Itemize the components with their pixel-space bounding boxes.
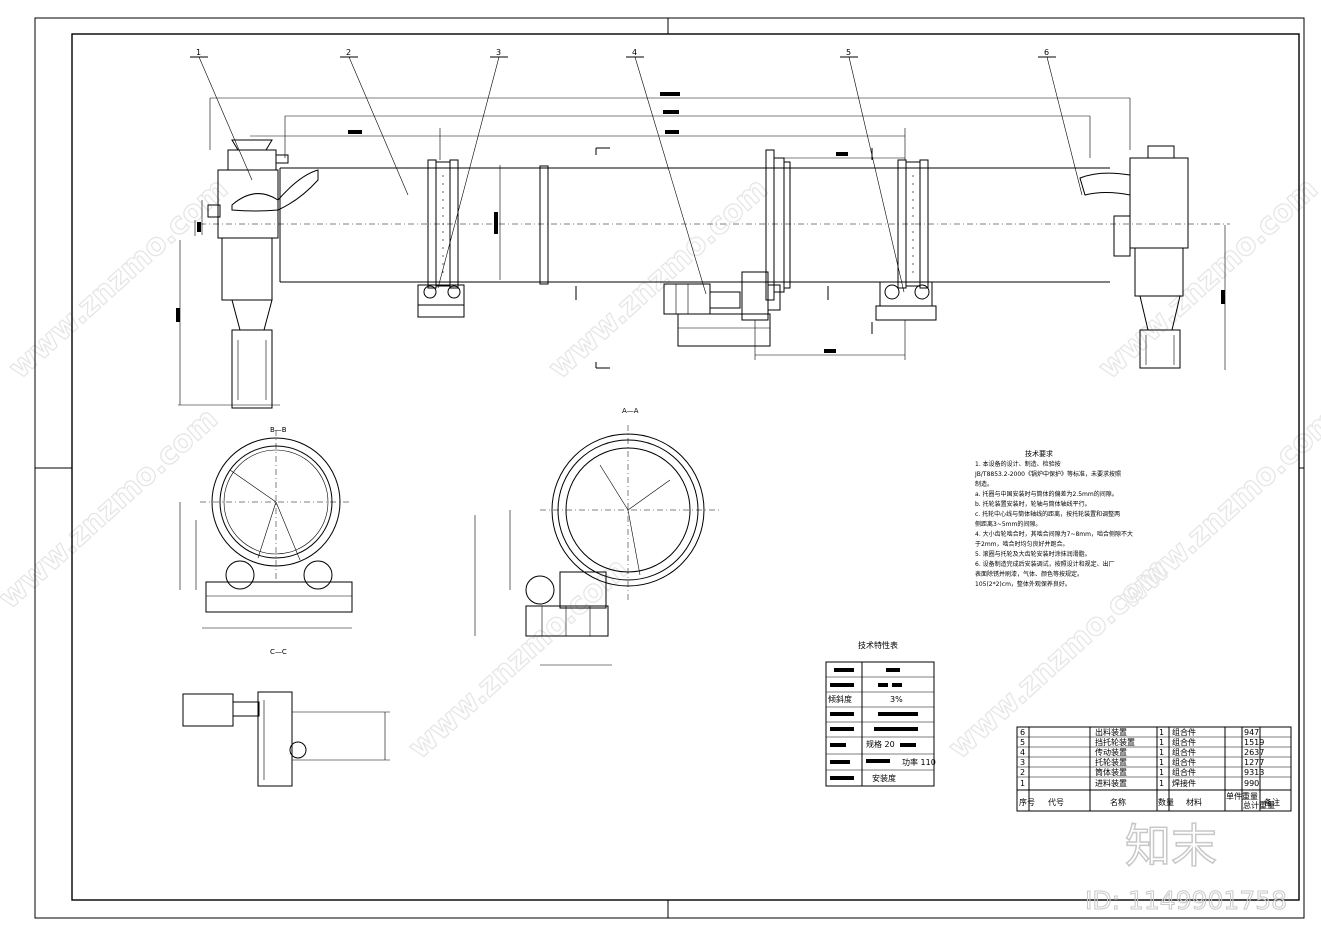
- parts-row-qty: 1: [1159, 779, 1164, 788]
- part-number-6: 6: [1044, 48, 1049, 57]
- parts-row-material: 组合件: [1172, 757, 1196, 767]
- section-a-a: A—A: [474, 407, 720, 666]
- parts-row-name: 托轮装置: [1095, 757, 1127, 767]
- parts-header-total: 总计重量: [1243, 800, 1275, 810]
- drawing-border: [34, 17, 1305, 919]
- watermark: www.znzmo.com: [1112, 401, 1321, 616]
- part-number-5: 5: [846, 48, 851, 57]
- part-number-3: 3: [496, 48, 501, 57]
- parts-header-note: 备注: [1264, 797, 1280, 807]
- spec-extra: 功率 110: [902, 757, 936, 767]
- parts-row-qty: 1: [1159, 748, 1164, 757]
- spec-value: 规格 20: [866, 739, 895, 749]
- tech-line: a. 托圈与中国安装时与筒体的偏差为2.5mm的间隙。: [975, 490, 1118, 498]
- parts-row-weight: 947: [1244, 728, 1259, 737]
- tech-line: 1. 本设备的设计、制造、检验按: [975, 460, 1061, 468]
- parts-row-no: 6: [1020, 728, 1025, 737]
- part-number-2: 2: [346, 48, 351, 57]
- parts-row-weight: 2637: [1244, 748, 1264, 757]
- parts-row-material: 组合件: [1172, 747, 1196, 757]
- parts-row-no: 1: [1020, 779, 1025, 788]
- section-label-cc: C—C: [270, 648, 287, 656]
- tech-line: b. 托轮装置安装时，轮轴与筒体轴线平行。: [975, 500, 1091, 508]
- section-c-c: C—C: [182, 648, 390, 787]
- feed-device-elevation: [201, 139, 319, 409]
- part-number-1: 1: [196, 48, 201, 57]
- tech-line: 4. 大小齿轮啮合时，其啮合间隙为7~8mm，啮合侧隙不大: [975, 530, 1133, 538]
- tech-line: 表面除锈并刷漆，气体、颜色等按规定。: [975, 570, 1083, 578]
- parts-header-no: 序号: [1019, 797, 1035, 807]
- parts-row-name: 进料装置: [1095, 778, 1127, 788]
- brand-footer: 知末 ID: 1149901758: [1085, 818, 1288, 915]
- parts-row-material: 焊接件: [1172, 778, 1196, 788]
- parts-header-code: 代号: [1048, 797, 1064, 807]
- section-label-bb: B—B: [270, 426, 287, 434]
- spec-table: 技术特性表 倾斜度 3% 规格 20 功率 110 安装度: [825, 640, 936, 787]
- parts-row-material: 组合件: [1172, 767, 1196, 777]
- tech-line: 制造。: [975, 480, 993, 488]
- parts-row-weight: 1519: [1244, 738, 1264, 747]
- part-leaders: 1 2 3 4 5 6: [190, 48, 1083, 295]
- watermark: www.znzmo.com: [0, 401, 225, 616]
- roller-support-1: [417, 284, 465, 318]
- parts-row-weight: 990: [1244, 779, 1259, 788]
- parts-row-no: 3: [1020, 758, 1025, 767]
- drum-shell-elevation: [200, 149, 1230, 301]
- parts-header-weight: 单件重量: [1226, 791, 1258, 801]
- tech-requirements-title: 技术要求: [1025, 449, 1053, 458]
- image-id: ID: 1149901758: [1085, 886, 1287, 915]
- parts-header-qty: 数量: [1158, 797, 1174, 807]
- technical-requirements: 技术要求 1. 本设备的设计、制造、检验按 JB/T8853.2-2000《锅炉…: [974, 449, 1133, 588]
- parts-row-name: 出料装置: [1095, 727, 1127, 737]
- roller-support-2: [875, 281, 937, 321]
- parts-row-qty: 1: [1159, 758, 1164, 767]
- parts-header-name: 名称: [1110, 797, 1126, 807]
- tech-line: 5. 滚圈与托轮及大齿轮安装时涂抹润滑脂。: [975, 550, 1091, 558]
- tech-line: 6. 设备制造完成后安装调试，按照设计和规定、出厂: [975, 560, 1115, 568]
- parts-row-qty: 1: [1159, 738, 1164, 747]
- spec-value: 安装度: [872, 773, 896, 783]
- parts-row-name: 传动装置: [1095, 747, 1127, 757]
- discharge-device-elevation: [1079, 145, 1189, 369]
- section-label-aa: A—A: [622, 407, 639, 415]
- parts-row-no: 5: [1020, 738, 1025, 747]
- tech-line: 侧距离3~5mm的间隙。: [975, 520, 1041, 528]
- drive-unit-elevation: [663, 271, 781, 347]
- section-b-b: B—B: [179, 426, 353, 629]
- dimension-lines: [176, 92, 1226, 406]
- parts-row-weight: 9313: [1244, 768, 1264, 777]
- tech-line: 105(2*2)cm，整体外观保养良好。: [975, 580, 1071, 588]
- tech-line: c. 托轮中心线与筒体轴线的距离，按托轮装置和调整两: [975, 510, 1120, 518]
- tech-line: 于2mm，啮合时均匀良好并跑合。: [975, 540, 1069, 548]
- parts-row-qty: 1: [1159, 768, 1164, 777]
- parts-row-name: 挡托轮装置: [1095, 737, 1135, 747]
- parts-row-weight: 1277: [1244, 758, 1264, 767]
- brand-logo: 知末: [1125, 819, 1217, 873]
- parts-row-name: 筒体装置: [1095, 767, 1127, 777]
- tech-line: JB/T8853.2-2000《锅炉中保护》等标准，未要求按照: [974, 470, 1121, 478]
- parts-row-material: 组合件: [1172, 727, 1196, 737]
- watermark: www.znzmo.com: [2, 171, 235, 386]
- part-number-4: 4: [632, 48, 637, 57]
- watermark: www.znzmo.com: [1092, 171, 1321, 386]
- watermark: www.znzmo.com: [542, 171, 775, 386]
- spec-table-title: 技术特性表: [858, 640, 898, 650]
- parts-header-material: 材料: [1186, 797, 1202, 807]
- parts-list-table: 6 出料装置 1 组合件 947 5 挡托轮装置 1 组合件 1519 4 传动…: [1016, 726, 1292, 812]
- parts-row-no: 2: [1020, 768, 1025, 777]
- parts-row-qty: 1: [1159, 728, 1164, 737]
- watermark: www.znzmo.com: [402, 551, 635, 766]
- parts-row-no: 4: [1020, 748, 1025, 757]
- watermark-layer: www.znzmo.com www.znzmo.com www.znzmo.co…: [0, 171, 1321, 767]
- spec-label: 倾斜度: [828, 694, 852, 704]
- spec-value: 3%: [890, 695, 903, 704]
- parts-row-material: 组合件: [1172, 737, 1196, 747]
